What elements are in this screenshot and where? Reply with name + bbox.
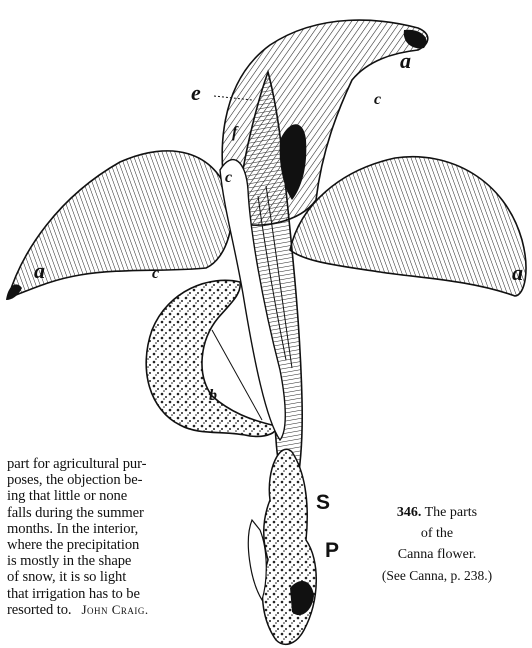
caption-reference: (See Canna, p. 238.): [352, 565, 522, 586]
body-line: poses, the objection be-: [7, 472, 239, 488]
label-a-right: a: [512, 262, 523, 284]
figure-caption: 346. The parts of the Canna flower. (See…: [352, 502, 522, 586]
body-line: of snow, it is so light: [7, 569, 239, 585]
label-b: b: [209, 388, 217, 404]
label-c-mid: c: [225, 170, 232, 186]
author-signature: John Craig.: [81, 602, 148, 617]
label-a-left: a: [34, 260, 45, 282]
body-line: resorted to.: [7, 602, 71, 618]
label-e: e: [191, 82, 201, 104]
body-line: months. In the interior,: [7, 521, 239, 537]
label-a-top: a: [400, 50, 411, 72]
caption-text-1: The parts: [425, 505, 477, 520]
body-line: is mostly in the shape: [7, 553, 239, 569]
body-line: falls during the summer: [7, 505, 239, 521]
label-c-left: c: [152, 266, 159, 282]
body-line: that irrigation has to be: [7, 586, 239, 602]
label-c-top: c: [374, 92, 381, 108]
caption-line-1: 346. The parts: [352, 502, 522, 523]
figure-number: 346.: [397, 505, 422, 520]
ovary: [262, 449, 316, 644]
right-petal: [290, 157, 526, 296]
label-f: f: [232, 125, 237, 141]
caption-line-3: Canna flower.: [352, 544, 522, 565]
body-last-line: resorted to. John Craig.: [7, 602, 239, 618]
label-p: P: [325, 540, 339, 561]
body-line: ing that little or none: [7, 488, 239, 504]
body-line: part for agricultural pur-: [7, 456, 239, 472]
caption-line-2: of the: [352, 523, 522, 544]
label-s: S: [316, 492, 330, 513]
body-line: where the precipitation: [7, 537, 239, 553]
body-text: part for agricultural pur- poses, the ob…: [7, 456, 239, 618]
